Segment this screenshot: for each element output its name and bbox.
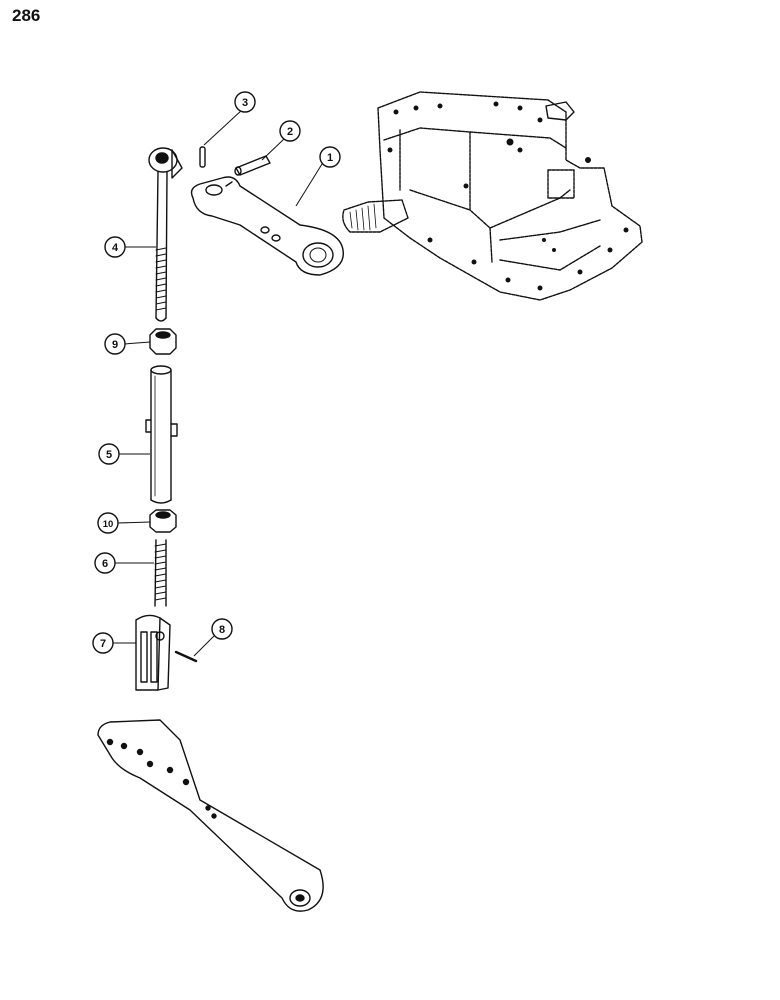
clevis-pin-part [174,650,198,663]
callout-3-label: 3 [242,97,248,109]
callout-7-label: 7 [100,638,106,650]
callout-1: 1 [319,146,341,168]
callout-7: 7 [92,632,114,654]
housing-bolt-heads [387,101,629,291]
leader-lines [113,109,323,657]
callout-5-label: 5 [106,449,112,461]
callout-10-label: 10 [103,519,114,530]
eye-end-screw-part [148,147,183,322]
callout-4: 4 [104,236,126,258]
clevis-part [135,614,171,691]
lift-housing-assembly [377,91,643,301]
callout-6-label: 6 [102,558,108,570]
housing-splined-shaft [342,199,409,233]
lift-arm-pin-part [234,155,271,176]
lower-lift-link-part [97,719,324,912]
callout-6: 6 [94,552,116,574]
callout-10: 10 [97,512,119,534]
callout-2: 2 [279,120,301,142]
roll-pin-part [199,146,206,168]
turnbuckle-tube-part [145,365,178,504]
callout-9-label: 9 [112,339,118,351]
callout-2-label: 2 [287,126,293,138]
callout-9: 9 [104,333,126,355]
callout-8: 8 [211,618,233,640]
callout-5: 5 [98,443,120,465]
page-number: 286 [12,6,41,25]
hex-nut-upper-part [149,328,177,355]
callout-8-label: 8 [219,624,225,636]
callout-3: 3 [234,91,256,113]
housing-top-shaft [545,101,575,121]
callout-1-label: 1 [327,152,333,164]
threaded-stud-part [154,539,167,607]
hex-nut-lower-part [149,509,177,533]
lift-arm-part [190,176,344,276]
callout-4-label: 4 [112,242,119,254]
